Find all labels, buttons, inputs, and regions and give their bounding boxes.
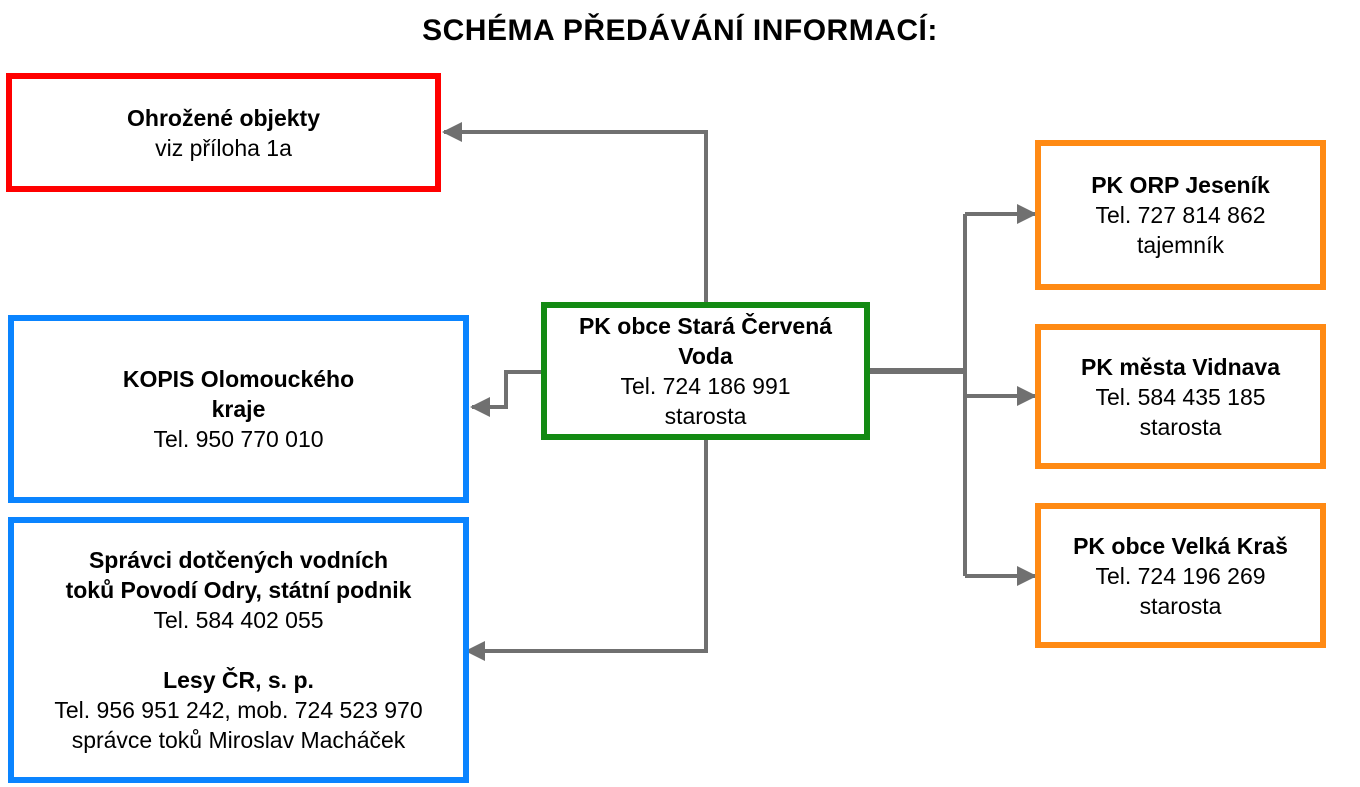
water-managers-box: Správci dotčených vodních toků Povodí Od… xyxy=(8,517,469,783)
threatened-objects-box: Ohrožené objekty viz příloha 1a xyxy=(6,73,441,192)
page-title: SCHÉMA PŘEDÁVÁNÍ INFORMACÍ: xyxy=(422,14,938,47)
vidnava-box: PK města Vidnava Tel. 584 435 185 staros… xyxy=(1035,324,1326,469)
managers-phone: Tel. 584 402 055 xyxy=(153,607,324,633)
kopis-name-line1: KOPIS Olomouckého xyxy=(122,366,355,392)
forest-name: Lesy ČR, s. p. xyxy=(163,667,314,693)
kras-box: PK obce Velká Kraš Tel. 724 196 269 star… xyxy=(1035,503,1326,648)
orp-phone: Tel. 727 814 862 xyxy=(1095,202,1266,228)
kopis-name-line2: kraje xyxy=(211,396,266,422)
center-role: starosta xyxy=(664,403,747,429)
kras-name: PK obce Velká Kraš xyxy=(1073,532,1288,559)
threatened-objects-note: viz příloha 1a xyxy=(155,134,292,161)
orp-name: PK ORP Jeseník xyxy=(1091,172,1270,198)
kopis-box: KOPIS Olomouckého kraje Tel. 950 770 010 xyxy=(8,315,469,503)
forest-contact: správce toků Miroslav Macháček xyxy=(71,727,406,753)
kras-phone: Tel. 724 196 269 xyxy=(1095,562,1266,589)
arrow-to-kopis xyxy=(470,370,543,417)
vidnava-role: starosta xyxy=(1139,413,1222,440)
kras-role: starosta xyxy=(1139,592,1222,619)
center-phone: Tel. 724 186 991 xyxy=(620,373,791,399)
center-name-line1: PK obce Stará Červená xyxy=(578,313,833,339)
arrow-to-threatened xyxy=(442,122,708,304)
orp-role: tajemník xyxy=(1137,232,1224,258)
threatened-objects-title: Ohrožené objekty xyxy=(127,104,320,131)
vidnava-name: PK města Vidnava xyxy=(1080,353,1280,380)
forest-phone: Tel. 956 951 242, mob. 724 523 970 xyxy=(54,697,423,723)
center-box: PK obce Stará Červená Voda Tel. 724 186 … xyxy=(541,302,870,440)
managers-name-line2: toků Povodí Odry, státní podnik xyxy=(65,577,412,603)
vidnava-phone: Tel. 584 435 185 xyxy=(1095,383,1266,410)
managers-name-line1: Správci dotčených vodních xyxy=(88,547,389,573)
orp-box: PK ORP Jeseník Tel. 727 814 862 tajemník xyxy=(1035,140,1326,290)
arrow-to-managers xyxy=(465,438,708,661)
kopis-phone: Tel. 950 770 010 xyxy=(153,426,324,452)
center-name-line2: Voda xyxy=(678,343,733,369)
